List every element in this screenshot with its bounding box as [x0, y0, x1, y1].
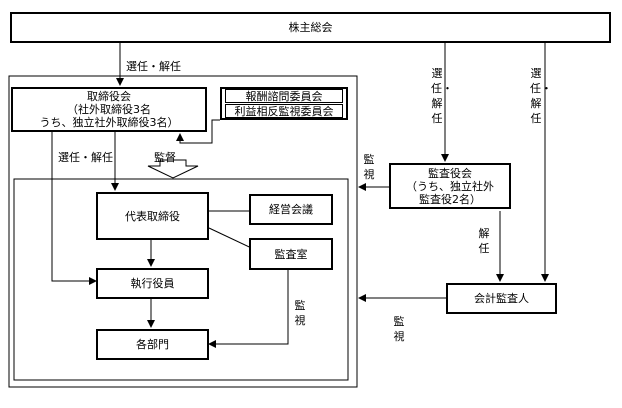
- compensation-committee-box: 報酬諮問委員会: [225, 89, 343, 103]
- departments-label: 各部門: [136, 338, 169, 351]
- label-monitor-auditor: 監視: [393, 315, 405, 343]
- supervise-arrow: [147, 159, 199, 179]
- execution-frame: [13, 178, 349, 381]
- ceo-label: 代表取締役: [125, 209, 180, 223]
- label-dismiss-auditor: 解任: [478, 227, 490, 255]
- conflict-committee-label: 利益相反監視委員会: [234, 104, 334, 118]
- committees-box: 報酬諮問委員会 利益相反監視委員会: [220, 87, 348, 120]
- company-frame: [8, 75, 358, 388]
- board-subtitle-2: うち、独立社外取締役3名）: [39, 116, 179, 129]
- label-monitor-kansayaku: 監視: [363, 153, 375, 181]
- ceo-box: 代表取締役: [96, 192, 209, 240]
- label-elect-dismiss-board: 選任・解任: [126, 60, 181, 73]
- committee-link: [176, 119, 220, 144]
- board-box: 取締役会 （社外取締役3名 うち、独立社外取締役3名）: [11, 87, 207, 132]
- label-monitor-audit-office: 監視: [294, 299, 306, 327]
- mgmt-meeting-box: 経営会議: [249, 194, 333, 225]
- mgmt-meeting-label: 経営会議: [269, 203, 313, 216]
- compensation-committee-label: 報酬諮問委員会: [245, 89, 323, 103]
- audit-office-label: 監査室: [274, 247, 308, 261]
- kansayaku-subtitle-1: （うち、独立社外: [406, 179, 494, 193]
- label-supervise: 監督: [154, 151, 176, 164]
- kansayaku-title: 監査役会: [428, 166, 472, 180]
- officers-label: 執行役員: [130, 277, 175, 290]
- departments-box: 各部門: [96, 329, 209, 360]
- arrow-audit-departments: [208, 270, 289, 348]
- shareholders-meeting-label: 株主総会: [288, 21, 333, 34]
- conflict-committee-box: 利益相反監視委員会: [225, 104, 343, 118]
- officers-box: 執行役員: [96, 268, 209, 299]
- kansayaku-subtitle-2: 監査役2名）: [419, 192, 481, 206]
- auditor-label: 会計監査人: [474, 292, 529, 305]
- label-elect-dismiss-officers: 選任・解任: [58, 151, 113, 164]
- audit-office-box: 監査室: [249, 238, 333, 270]
- board-title: 取締役会: [87, 90, 131, 103]
- label-elect-dismiss-kansayaku: 選任・解任: [431, 67, 453, 125]
- shareholders-meeting-box: 株主総会: [10, 12, 611, 43]
- arrow-board-officers: [51, 132, 97, 285]
- board-subtitle-1: （社外取締役3名: [67, 103, 151, 116]
- auditor-box: 会計監査人: [446, 283, 557, 314]
- label-elect-dismiss-auditor: 選任・解任: [530, 67, 552, 125]
- kansayaku-box: 監査役会 （うち、独立社外 監査役2名）: [389, 163, 511, 209]
